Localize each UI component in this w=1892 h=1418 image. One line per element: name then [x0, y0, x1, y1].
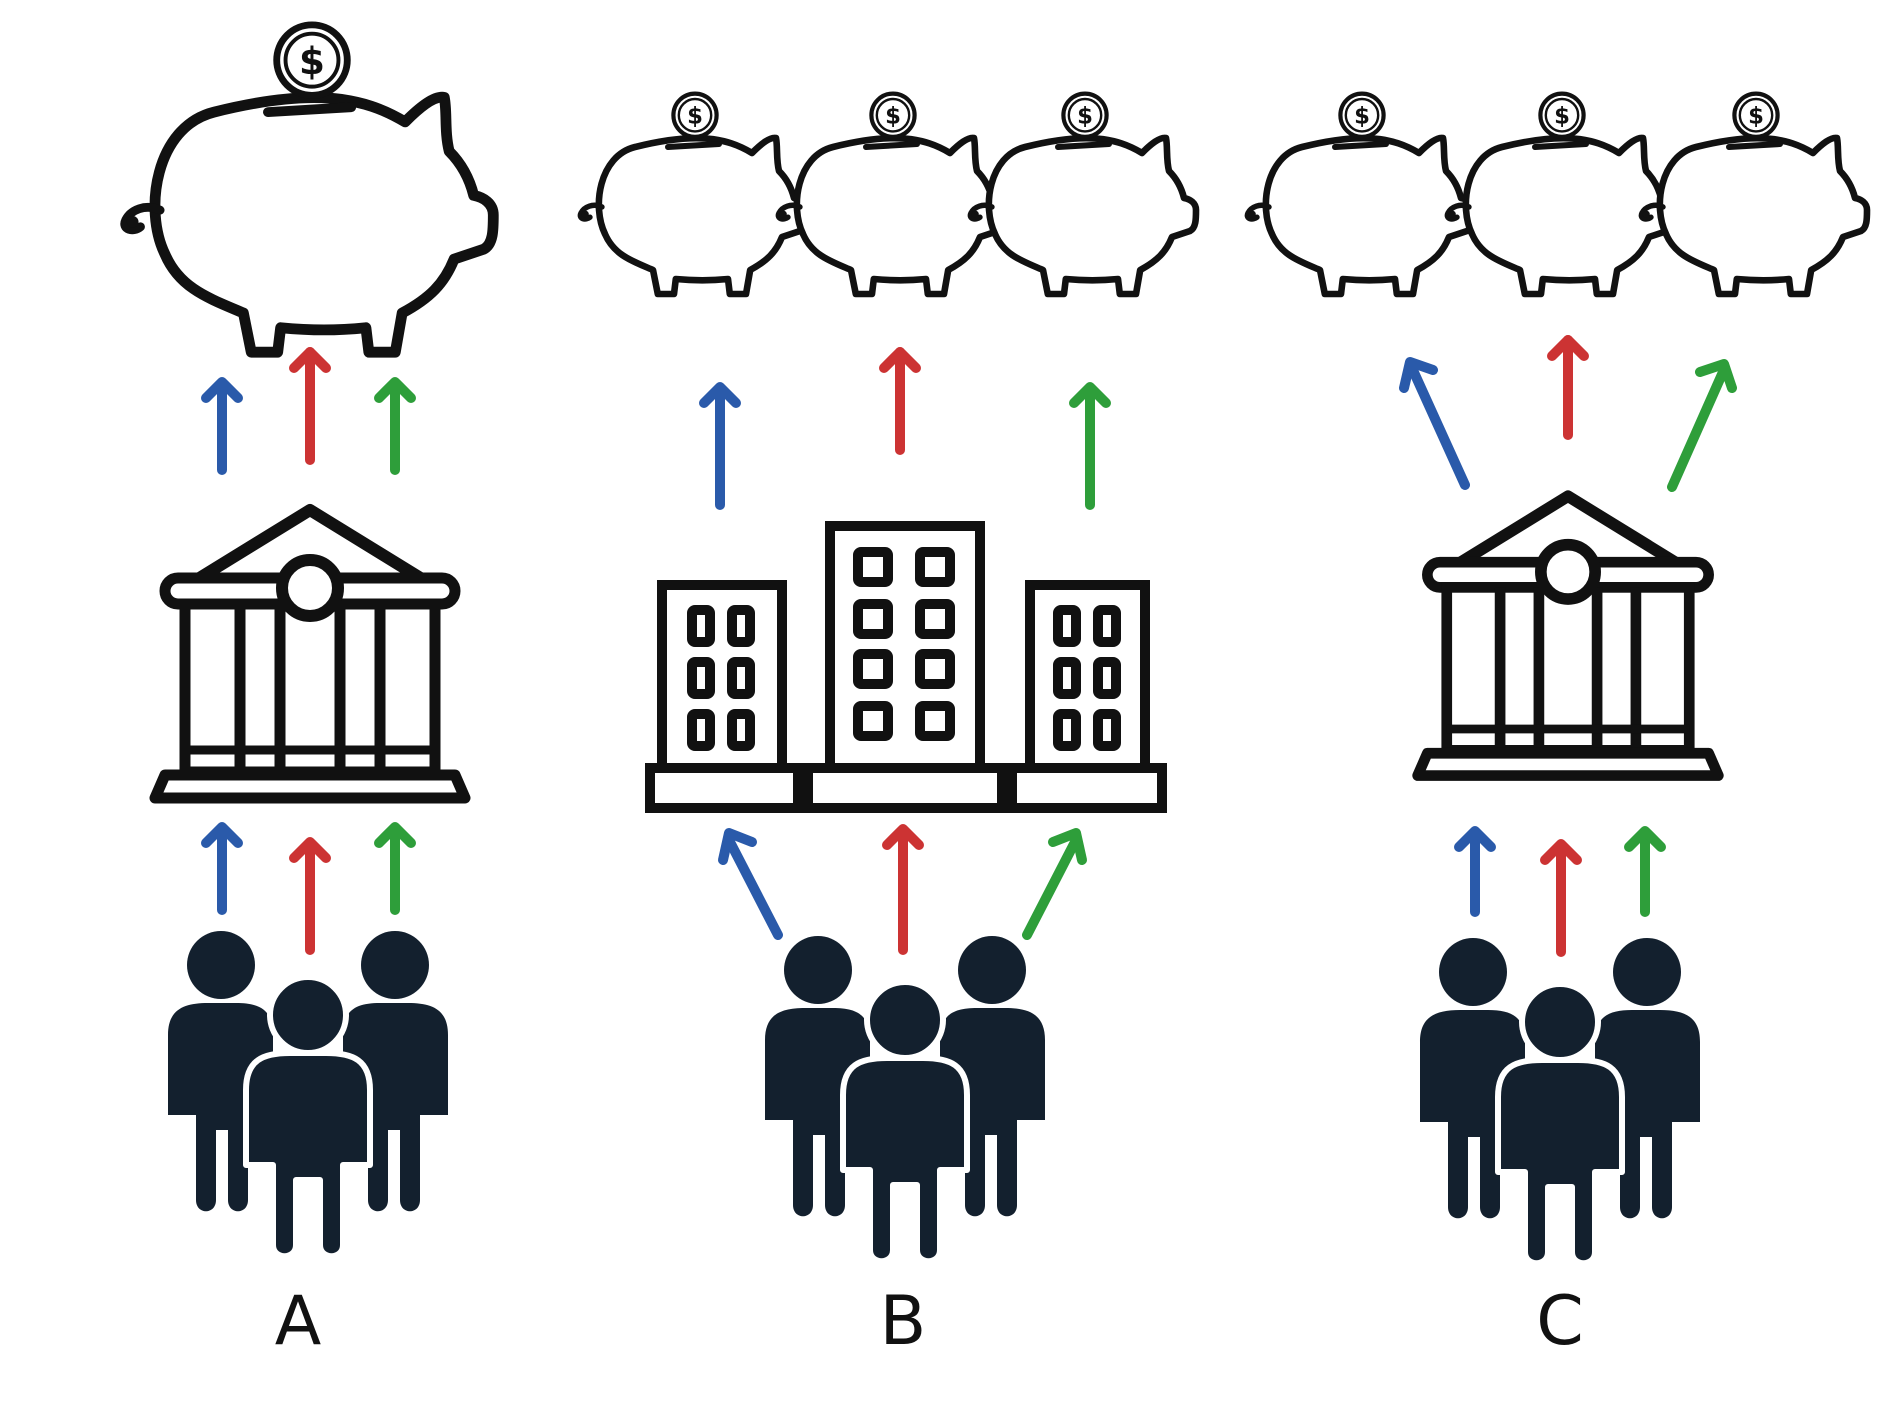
panel-label-b: B — [879, 1282, 927, 1361]
people-icon — [168, 931, 448, 1256]
arrow-up-icon — [1624, 826, 1666, 917]
building-icon — [803, 521, 1007, 813]
piggy-bank-icon — [1247, 94, 1473, 294]
panel-b — [580, 94, 1196, 1262]
panel-c — [1247, 94, 1867, 1264]
arrow-up-icon — [879, 347, 921, 455]
arrow-up-icon — [289, 837, 331, 955]
arrow-up-icon — [1547, 335, 1589, 440]
arrow-up-icon — [289, 347, 331, 465]
piggy-bank-icon — [125, 25, 494, 352]
arrow-up-icon — [374, 377, 416, 475]
arrow-up-icon — [201, 822, 243, 915]
piggy-bank-icon — [1641, 94, 1867, 294]
arrow-up-icon — [1667, 359, 1737, 492]
piggy-bank-icon — [778, 94, 1004, 294]
bank-icon — [155, 510, 465, 798]
bank-icon — [1418, 496, 1719, 775]
piggy-bank-icon — [580, 94, 806, 294]
people-icon — [1420, 938, 1700, 1263]
arrow-up-icon — [201, 377, 243, 475]
arrow-up-icon — [1022, 828, 1087, 940]
arrow-up-icon — [882, 824, 924, 955]
building-icon — [645, 580, 803, 813]
building-icon — [1007, 580, 1167, 813]
arrow-up-icon — [1540, 839, 1582, 957]
arrow-up-icon — [699, 382, 741, 510]
people-icon — [765, 936, 1045, 1261]
arrow-up-icon — [1454, 826, 1496, 917]
arrow-up-icon — [374, 822, 416, 915]
piggy-bank-icon — [970, 94, 1196, 294]
panel-label-a: A — [274, 1282, 322, 1361]
arrow-up-icon — [1399, 357, 1470, 490]
arrow-up-icon — [718, 828, 783, 940]
panel-a — [125, 25, 494, 1256]
panel-label-c: C — [1536, 1282, 1584, 1361]
piggy-bank-icon — [1447, 94, 1673, 294]
arrow-up-icon — [1069, 382, 1111, 510]
